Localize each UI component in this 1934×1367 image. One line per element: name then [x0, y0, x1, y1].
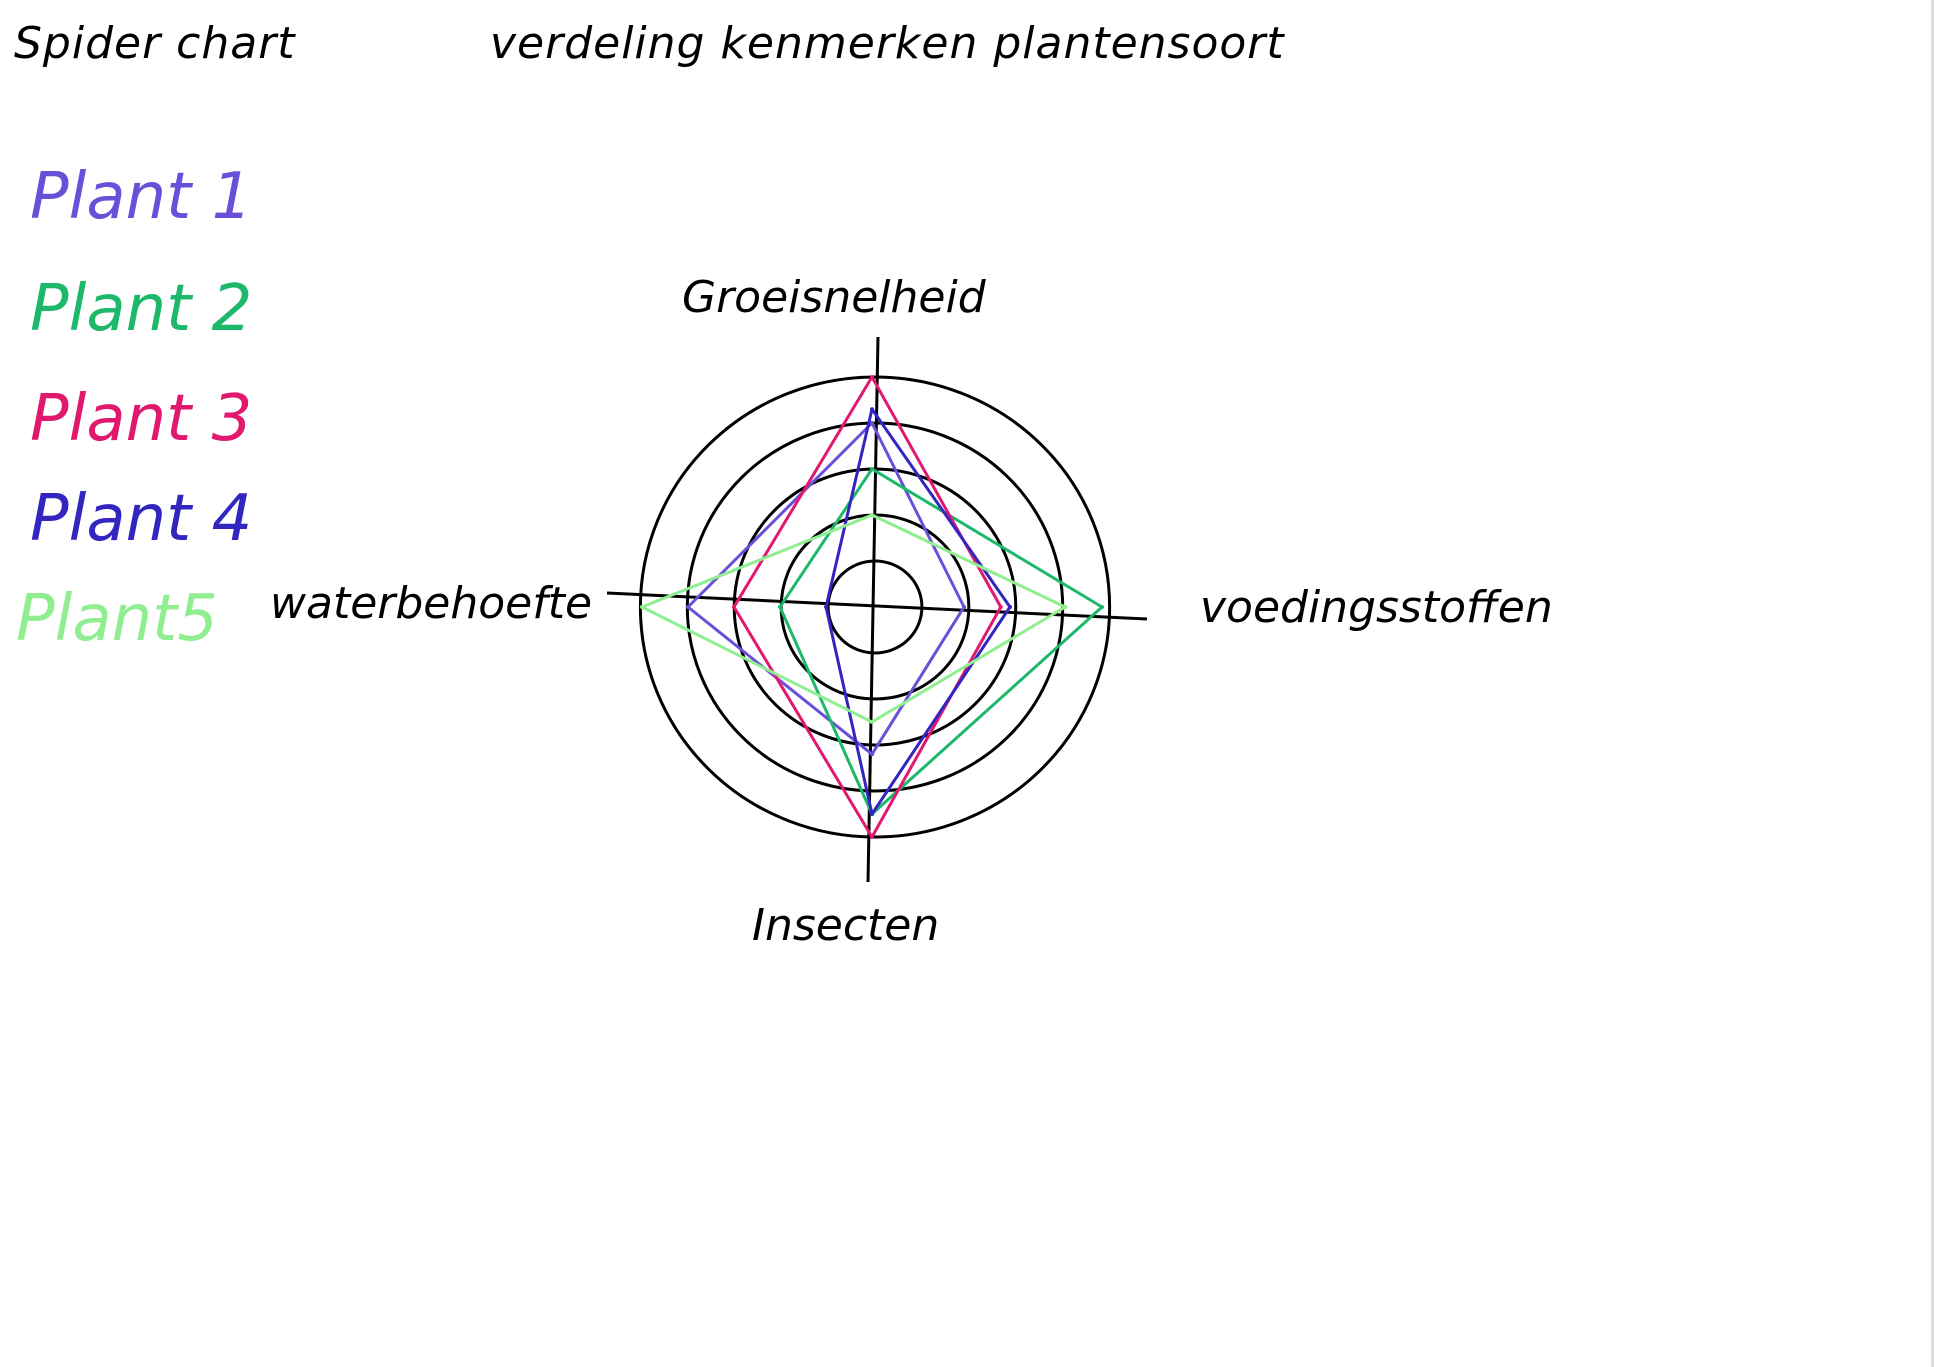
page-edge	[1931, 0, 1934, 1367]
axis-label-waterbehoefte: waterbehoefte	[270, 578, 593, 629]
data-point-plant-4-1	[1008, 605, 1012, 609]
data-point-plant-2-0	[870, 467, 874, 471]
data-point-plant-2-1	[1100, 605, 1104, 609]
data-point-plant-1-3	[686, 605, 690, 609]
data-point-plant-1-2	[870, 752, 874, 757]
axis-label-groeisnelheid: Groeisnelheid	[682, 272, 986, 323]
data-point-plant-5-2	[870, 720, 874, 724]
chart-title: Spider chart	[14, 18, 296, 69]
data-point-plant-4-0	[870, 407, 874, 412]
legend-plant-2: Plant 2	[30, 272, 253, 346]
legend-plant-5: Plant5	[16, 582, 218, 656]
axis-label-insecten: Insecten	[752, 900, 940, 951]
axis-label-voedingsstoffen: voedingsstoffen	[1200, 582, 1553, 633]
data-point-plant-3-1	[998, 605, 1003, 609]
data-point-plant-5-0	[870, 513, 874, 517]
data-point-plant-4-3	[824, 605, 828, 609]
data-point-plant-5-1	[1063, 605, 1068, 609]
data-point-plant-1-1	[962, 605, 966, 609]
series-polygon-plant-1	[686, 421, 966, 756]
legend-plant-4: Plant 4	[30, 482, 253, 556]
axis-line-vertical	[866, 336, 880, 883]
data-point-plant-4-2	[870, 812, 874, 816]
data-point-plant-5-3	[640, 605, 644, 609]
legend-plant-1: Plant 1	[30, 160, 253, 234]
chart-subtitle: verdeling kenmerken plantensoort	[490, 18, 1285, 69]
data-point-plant-2-3	[778, 605, 782, 609]
data-point-plant-1-0	[870, 421, 874, 425]
data-point-plant-3-2	[870, 835, 874, 839]
legend-plant-3: Plant 3	[30, 382, 253, 456]
data-point-plant-3-0	[870, 375, 874, 379]
data-point-plant-3-3	[732, 605, 736, 609]
